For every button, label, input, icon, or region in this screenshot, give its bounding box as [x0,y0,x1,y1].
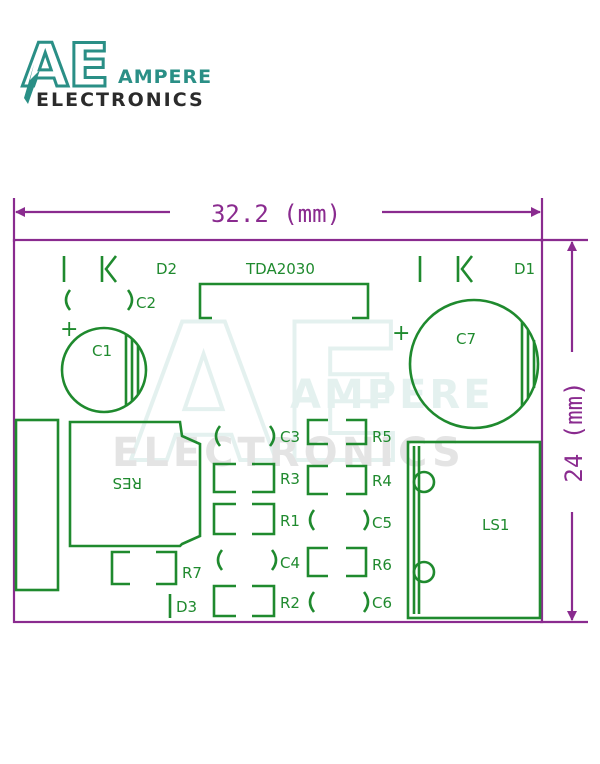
resistor-r6: R6 [306,546,392,578]
c7-polarity-plus: + [392,321,410,346]
capacitor-c3: C3 [214,425,300,447]
label-r6: R6 [372,556,392,574]
capacitor-c4: C4 [216,549,300,572]
capacitor-c6: C6 [308,591,392,613]
watermark-logo: AE AMPERE ELECTRONICS [112,282,494,507]
capacitor-c7: + C7 [392,298,540,430]
label-tda2030: TDA2030 [245,260,315,278]
height-label: 24 (mm) [560,381,588,482]
label-res: RES [113,474,142,492]
board-outline [12,238,544,624]
width-label: 32.2 (mm) [211,200,341,228]
capacitor-c1: + C1 [60,317,148,414]
resistor-r1: R1 [212,502,300,536]
width-dimension: 32.2 (mm) [12,198,544,242]
resistor-r4: R4 [306,464,392,496]
capacitor-c2: C2 [64,289,156,312]
potentiometer-res: RES [68,420,202,548]
label-c5: C5 [372,514,392,532]
label-r1: R1 [280,512,300,530]
logo-line1: AMPERE [118,66,212,88]
c1-polarity-plus: + [60,317,78,342]
label-c1: C1 [92,342,112,360]
capacitor-c5: C5 [308,509,392,532]
logo-line2: ELECTRONICS [36,89,205,111]
diode-d3: D3 [168,594,197,618]
label-r4: R4 [372,472,392,490]
input-connector [14,418,60,592]
label-c6: C6 [372,594,392,612]
height-dimension: 24 (mm) [540,238,588,624]
label-r5: R5 [372,428,392,446]
speaker-terminal-ls1: LS1 [406,440,542,620]
label-c2: C2 [136,294,156,312]
resistor-r3: R3 [212,462,300,494]
diode-d1: D1 [418,255,535,283]
label-ls1: LS1 [482,516,509,534]
diode-d2: D2 [62,255,177,283]
logo-mark: AE [22,31,109,101]
resistor-r2: R2 [212,584,300,618]
ic-tda2030: TDA2030 [198,260,370,320]
label-c4: C4 [280,554,300,572]
label-r7: R7 [182,564,202,582]
label-r2: R2 [280,594,300,612]
label-d2: D2 [156,260,177,278]
watermark-mark: AE [130,284,407,505]
label-d1: D1 [514,260,535,278]
label-c7: C7 [456,330,476,348]
resistor-r7: R7 [110,550,202,586]
label-r3: R3 [280,470,300,488]
resistor-r5: R5 [306,418,392,446]
label-c3: C3 [280,428,300,446]
company-logo: AE AMPERE ELECTRONICS [21,30,212,112]
lightning-bolt-icon [24,64,40,104]
watermark-line1: AMPERE [290,372,494,418]
label-d3: D3 [176,598,197,616]
watermark-line2: ELECTRONICS [112,430,465,476]
